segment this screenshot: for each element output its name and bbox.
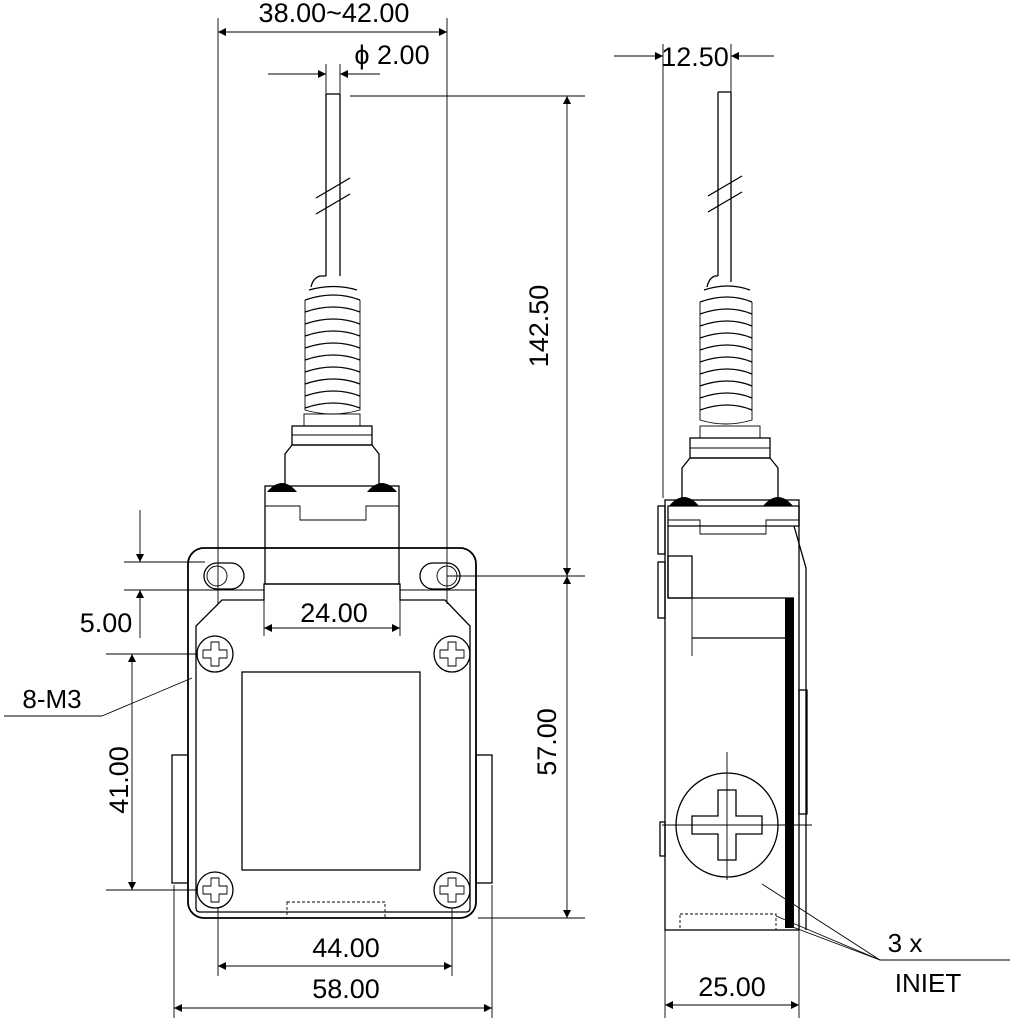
dim-mount-vertical: 41.00 [104,746,134,814]
side-spring-base [699,425,761,439]
front-left-ear [171,754,189,884]
side-rod-break-1 [707,175,743,197]
front-inlet-dashed [286,901,386,919]
front-dimension-texts: 38.00~42.00 ϕ 2.00 142.50 57.00 24.00 5.… [22,0,562,1004]
front-spring-base [303,413,361,427]
side-back-strip-lower [657,561,666,619]
front-head-notch [265,505,399,521]
side-head [667,505,800,527]
side-right-dome [763,497,793,506]
side-left-dome [669,497,699,506]
dim-body-height: 57.00 [532,708,562,776]
front-head [264,485,400,585]
side-cover-panel [798,689,808,815]
front-rod-break-2 [315,193,351,215]
side-seal-strip [785,598,794,928]
side-view [657,91,812,931]
side-cover-front [793,525,807,930]
dim-side-offset: 12.50 [661,42,729,72]
front-screw-bottom-right [433,871,471,909]
front-screw-top-left [196,635,234,673]
front-view [171,93,493,919]
side-rod-break-2 [707,191,743,213]
front-screw-bottom-left [196,871,234,909]
label-inlet: INIET [895,968,962,998]
side-head-notch [668,519,799,535]
side-head-block [667,555,693,599]
side-dimension-lines [614,44,1010,1018]
side-head-lower [667,526,794,599]
front-head-right-dome [367,483,397,492]
front-head-left-dome [267,483,297,492]
side-conduit-screw [662,752,812,880]
front-cover-window [241,671,421,871]
side-neck [681,457,779,500]
front-screw-top-right [433,635,471,673]
side-dimension-texts: 12.50 25.00 3 x INIET [661,42,961,1002]
dim-slot-height: 5.00 [80,608,133,638]
dim-rod-diameter: ϕ 2.00 [354,40,429,70]
dim-lever-length: 142.50 [524,285,554,368]
front-slot-left [203,562,245,590]
side-back-strip [657,505,666,555]
label-screw-callout: 8-M3 [22,684,81,714]
front-right-ear [475,754,493,884]
dim-head-width: 24.00 [300,598,368,628]
label-inlet-count: 3 x [888,928,923,958]
front-slot-left-hole [206,565,228,587]
front-neck [284,444,380,486]
front-extension-lines [106,18,585,1018]
dim-mount-horizontal: 44.00 [312,933,380,963]
front-spring [304,275,361,415]
side-spring [699,275,753,425]
side-inlet-dashed [679,913,777,931]
side-body-outline [664,499,800,931]
dim-body-depth: 25.00 [698,972,766,1002]
side-back-bump [659,821,666,857]
front-body-panel [195,583,471,913]
front-neck-collar [291,425,373,446]
front-rod-break-1 [315,177,351,199]
dim-lever-offset: 38.00~42.00 [259,0,410,28]
front-dimension-lines [4,28,571,1012]
dim-body-width: 58.00 [312,974,380,1004]
